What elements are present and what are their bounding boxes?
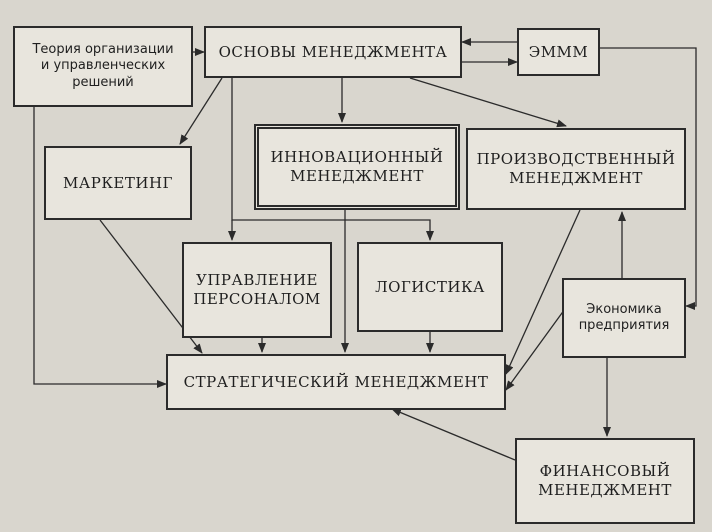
node-personnel: УПРАВЛЕНИЕ ПЕРСОНАЛОМ xyxy=(182,242,332,338)
node-logistics: ЛОГИСТИКА xyxy=(357,242,503,332)
node-innovation: ИННОВАЦИОННЫЙ МЕНЕДЖМЕНТ xyxy=(254,124,460,210)
node-strategic: СТРАТЕГИЧЕСКИЙ МЕНЕДЖМЕНТ xyxy=(166,354,506,410)
edge-basics-production xyxy=(409,77,567,128)
node-economics: Экономика предприятия xyxy=(562,278,686,358)
node-basics: ОСНОВЫ МЕНЕДЖМЕНТА xyxy=(204,26,462,78)
node-emmm: ЭМММ xyxy=(517,28,600,76)
edge-economics-strategic xyxy=(505,301,571,391)
edge-theory-strategic xyxy=(33,107,167,388)
node-marketing: МАРКЕТИНГ xyxy=(44,146,192,220)
edge-basics-marketing xyxy=(179,77,223,145)
edge-basics-logistics xyxy=(231,78,434,241)
node-production: ПРОИЗВОДСТВЕННЫЙ МЕНЕДЖМЕНТ xyxy=(466,128,686,210)
edge-production-strategic xyxy=(505,209,581,375)
node-financial: ФИНАНСОВЫЙ МЕНЕДЖМЕНТ xyxy=(515,438,695,524)
edge-financial-strategic xyxy=(391,408,516,461)
node-theory: Теория организации и управленческих реше… xyxy=(13,26,193,107)
edge-emmm-economics xyxy=(600,47,697,310)
